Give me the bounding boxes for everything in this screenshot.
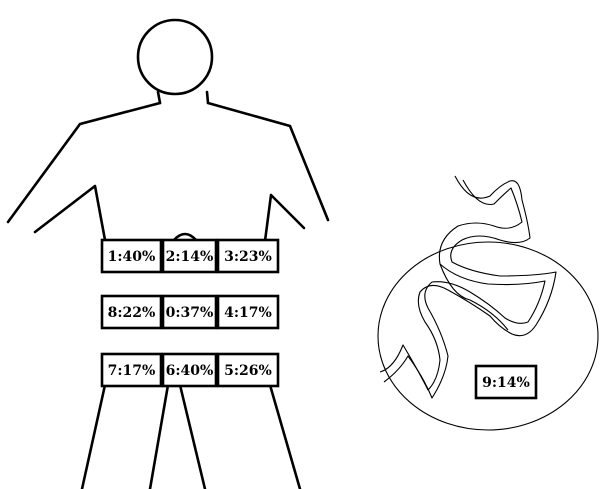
left-inner-leg-outline [150,385,168,489]
region-box-1: 1:40% [102,240,161,272]
right-arm-outline [208,103,328,220]
region-label: 7:17% [108,363,156,379]
region-box-2: 2:14% [163,240,216,272]
region-label: 6:40% [166,363,214,379]
region-label: 3:23% [224,249,272,265]
left-hip-outline [82,385,105,489]
neck-outline-right [207,92,208,103]
region-box-6: 6:40% [163,354,216,386]
region-label: 0:37% [166,305,214,321]
abdominal-region-grid: 1:40% 2:14% 3:23% 8:22% 0:37% 4:17% 7:17% 6:40%… [102,240,278,386]
region-label: 2:14% [166,249,214,265]
region-label: 8:22% [108,305,156,321]
region-box-7: 7:17% [102,354,161,386]
bowel-circle-outline [378,242,598,430]
right-inner-leg-outline [180,385,205,489]
region-label: 1:40% [108,249,156,265]
region-box-5: 5:26% [218,354,278,386]
region-label: 5:26% [224,363,272,379]
neck-outline [158,92,160,103]
small-bowel-region: 9:14% [476,366,536,398]
region-label: 4:17% [224,305,272,321]
right-inner-arm-outline [265,195,304,241]
head-outline [138,20,212,94]
right-hip-outline [270,385,300,489]
left-inner-arm-outline [35,186,105,240]
region-box-0: 0:37% [163,296,216,328]
region-box-3: 3:23% [218,240,278,272]
left-arm-outline [8,103,160,222]
intestine-loop-mid [440,264,508,330]
region-box-4: 4:17% [218,296,278,328]
region-box-8: 8:22% [102,296,161,328]
small-bowel-label: 9:14% [482,375,530,391]
